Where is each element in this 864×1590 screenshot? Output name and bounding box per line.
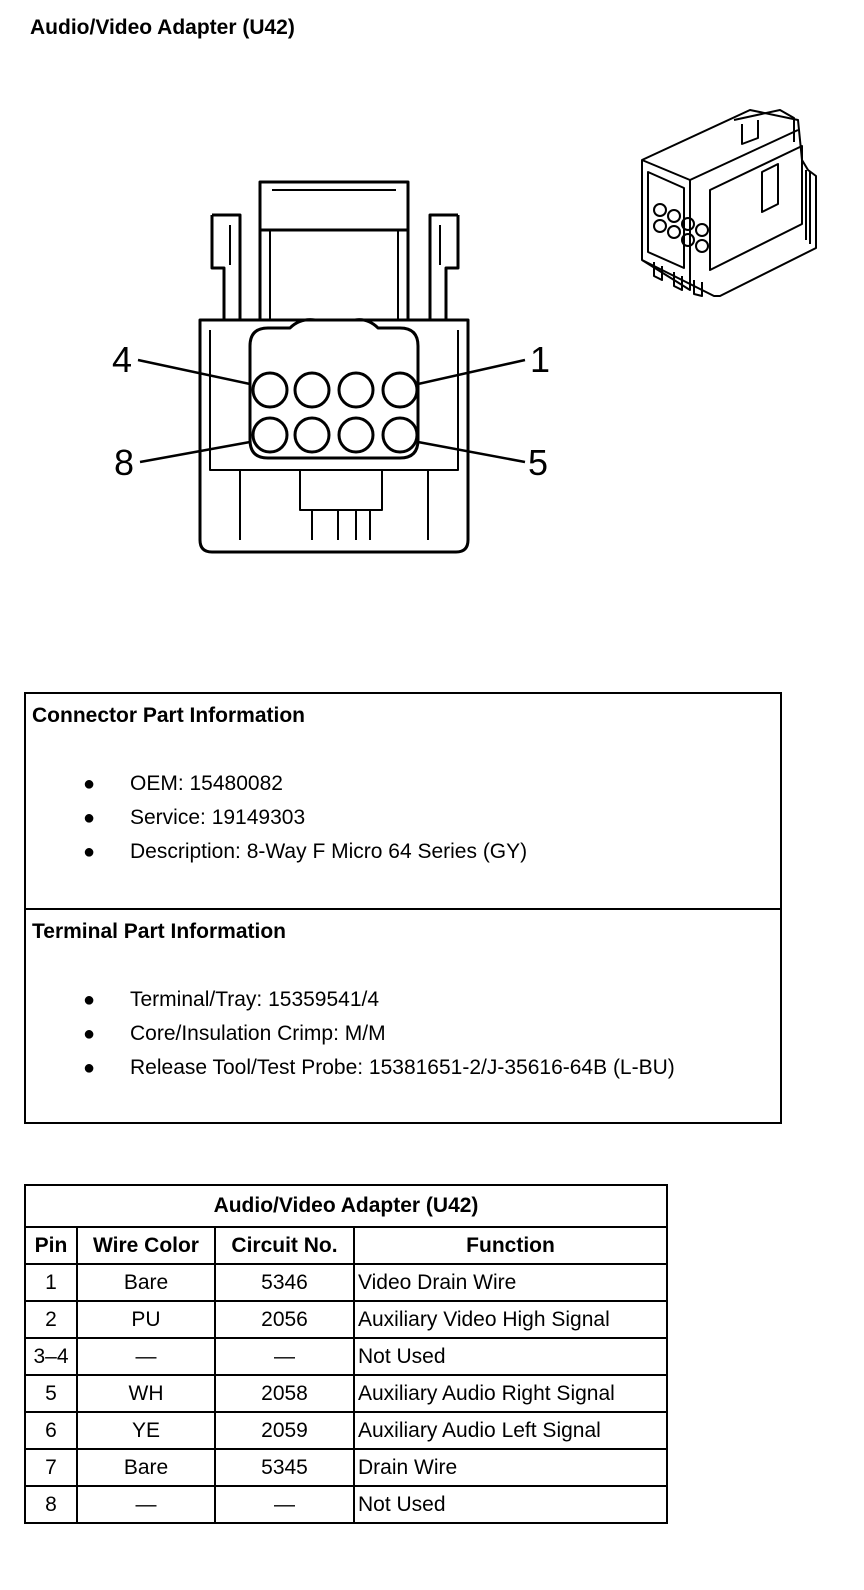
pin-label-8: 8 (114, 442, 134, 483)
bullet-icon: ● (83, 773, 96, 795)
cell-circuit-no: 2058 (214, 1374, 355, 1413)
column-header-function: Function (353, 1226, 668, 1265)
table-row: 7 Bare 5345 Drain Wire (24, 1448, 668, 1487)
terminal-part-info-section: Terminal Part Information ●Terminal/Tray… (26, 908, 780, 1122)
part-information-box: Connector Part Information ●OEM: 1548008… (24, 692, 782, 1124)
cell-circuit-no: 5346 (214, 1263, 355, 1302)
list-item: ●Description: 8-Way F Micro 64 Series (G… (83, 840, 528, 863)
cell-function: Drain Wire (353, 1448, 668, 1487)
cell-wire-color: — (76, 1485, 216, 1524)
bullet-icon: ● (83, 841, 96, 863)
cell-function: Not Used (353, 1337, 668, 1376)
pin-label-5: 5 (528, 442, 548, 483)
connector-face-diagram: 4 1 8 5 (112, 180, 550, 554)
cell-circuit-no: 2056 (214, 1300, 355, 1339)
table-row: 8 — — Not Used (24, 1485, 668, 1524)
connector-part-info-list: ●OEM: 15480082 ●Service: 19149303 ●Descr… (26, 772, 527, 874)
pin-label-1: 1 (530, 339, 550, 380)
cell-function: Auxiliary Audio Right Signal (353, 1374, 668, 1413)
list-item: ●Service: 19149303 (83, 806, 306, 829)
bullet-icon: ● (83, 1057, 96, 1079)
column-header-wire-color: Wire Color (76, 1226, 216, 1265)
cell-function: Auxiliary Video High Signal (353, 1300, 668, 1339)
cell-circuit-no: — (214, 1337, 355, 1376)
connector-part-info-section: Connector Part Information ●OEM: 1548008… (26, 694, 780, 908)
cell-circuit-no: — (214, 1485, 355, 1524)
table-title: Audio/Video Adapter (U42) (24, 1184, 668, 1228)
table-row: 6 YE 2059 Auxiliary Audio Left Signal (24, 1411, 668, 1450)
cell-wire-color: YE (76, 1411, 216, 1450)
list-item: ●Core/Insulation Crimp: M/M (83, 1022, 386, 1045)
cell-pin: 2 (24, 1300, 78, 1339)
cell-wire-color: WH (76, 1374, 216, 1413)
list-item: ●Release Tool/Test Probe: 15381651-2/J-3… (83, 1056, 675, 1079)
cell-pin: 6 (24, 1411, 78, 1450)
terminal-part-info-list: ●Terminal/Tray: 15359541/4 ●Core/Insulat… (26, 988, 675, 1090)
table-row: 3–4 — — Not Used (24, 1337, 668, 1376)
list-item: ●OEM: 15480082 (83, 772, 283, 795)
cell-pin: 5 (24, 1374, 78, 1413)
cell-function: Not Used (353, 1485, 668, 1524)
table-row: 2 PU 2056 Auxiliary Video High Signal (24, 1300, 668, 1339)
connector-isometric-diagram (641, 109, 817, 297)
table-row: 5 WH 2058 Auxiliary Audio Right Signal (24, 1374, 668, 1413)
cell-wire-color: PU (76, 1300, 216, 1339)
terminal-part-info-heading: Terminal Part Information (32, 920, 286, 943)
bullet-icon: ● (83, 989, 96, 1011)
connector-part-info-heading: Connector Part Information (32, 704, 306, 727)
cell-pin: 1 (24, 1263, 78, 1302)
page-title: Audio/Video Adapter (U42) (30, 16, 295, 39)
pin-assignment-table: Audio/Video Adapter (U42) Pin Wire Color… (24, 1184, 668, 1524)
list-item: ●Terminal/Tray: 15359541/4 (83, 988, 380, 1011)
cell-circuit-no: 2059 (214, 1411, 355, 1450)
column-header-circuit-no: Circuit No. (214, 1226, 355, 1265)
bullet-icon: ● (83, 807, 96, 829)
table-row: 1 Bare 5346 Video Drain Wire (24, 1263, 668, 1302)
cell-pin: 7 (24, 1448, 78, 1487)
cell-function: Video Drain Wire (353, 1263, 668, 1302)
cell-pin: 8 (24, 1485, 78, 1524)
cell-function: Auxiliary Audio Left Signal (353, 1411, 668, 1450)
cell-wire-color: — (76, 1337, 216, 1376)
cell-wire-color: Bare (76, 1263, 216, 1302)
cell-circuit-no: 5345 (214, 1448, 355, 1487)
cell-wire-color: Bare (76, 1448, 216, 1487)
cell-pin: 3–4 (24, 1337, 78, 1376)
pin-label-4: 4 (112, 339, 132, 380)
column-header-pin: Pin (24, 1226, 78, 1265)
bullet-icon: ● (83, 1023, 96, 1045)
